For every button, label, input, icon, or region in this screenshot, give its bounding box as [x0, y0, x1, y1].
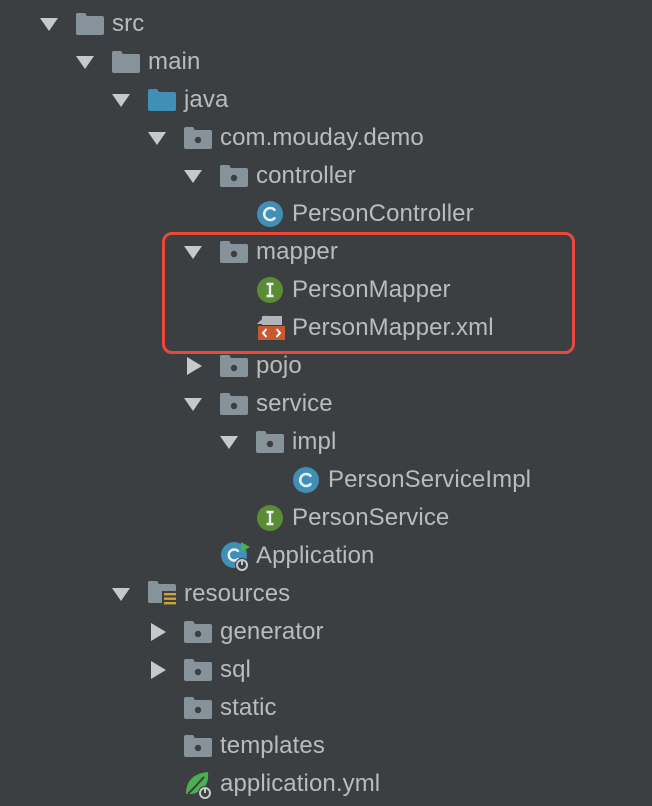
tree-label-java: java	[184, 86, 229, 113]
tree-row-application[interactable]: Application	[0, 536, 652, 574]
tree-row-java[interactable]: java	[0, 80, 652, 118]
interface-icon	[256, 276, 284, 303]
tree-label-sql: sql	[220, 656, 251, 683]
tree-row-mapper[interactable]: mapper	[0, 232, 652, 270]
tree-row-sql[interactable]: sql	[0, 650, 652, 688]
tree-row-personcontroller[interactable]: PersonController	[0, 194, 652, 232]
package-icon	[256, 431, 284, 453]
tree-label-personmapper: PersonMapper	[292, 276, 451, 303]
package-icon	[184, 127, 212, 149]
chevron-down-icon[interactable]	[148, 131, 166, 145]
tree-label-pojo: pojo	[256, 352, 302, 379]
tree-label-application: Application	[256, 542, 375, 569]
tree-row-generator[interactable]: generator	[0, 612, 652, 650]
tree-label-generator: generator	[220, 618, 324, 645]
tree-row-personmapper[interactable]: PersonMapper	[0, 270, 652, 308]
class-icon	[292, 466, 320, 493]
folder-icon	[76, 13, 104, 35]
source-folder-icon	[148, 89, 176, 111]
chevron-down-icon[interactable]	[220, 435, 238, 449]
tree-label-static: static	[220, 694, 277, 721]
package-icon	[220, 165, 248, 187]
chevron-down-icon[interactable]	[112, 587, 130, 601]
spring-boot-class-icon	[220, 540, 250, 572]
tree-label-impl: impl	[292, 428, 337, 455]
chevron-right-icon[interactable]	[150, 623, 168, 641]
chevron-down-icon[interactable]	[112, 93, 130, 107]
chevron-down-icon[interactable]	[40, 17, 58, 31]
xml-file-icon	[256, 312, 285, 340]
chevron-down-icon[interactable]	[184, 245, 202, 259]
package-icon	[184, 621, 212, 643]
tree-row-personserviceimpl[interactable]: PersonServiceImpl	[0, 460, 652, 498]
package-icon	[220, 241, 248, 263]
tree-row-personmapper-xml[interactable]: PersonMapper.xml	[0, 308, 652, 346]
chevron-right-icon[interactable]	[150, 661, 168, 679]
tree-row-application-yml[interactable]: application.yml	[0, 764, 652, 802]
tree-label-personcontroller: PersonController	[292, 200, 474, 227]
tree-row-templates[interactable]: templates	[0, 726, 652, 764]
folder-icon	[112, 51, 140, 73]
package-icon	[220, 393, 248, 415]
tree-label-personserviceimpl: PersonServiceImpl	[328, 466, 532, 493]
chevron-down-icon[interactable]	[184, 169, 202, 183]
package-icon	[184, 697, 212, 719]
tree-label-personmapper-xml: PersonMapper.xml	[292, 314, 494, 341]
tree-label-main: main	[148, 48, 201, 75]
tree-row-main[interactable]: main	[0, 42, 652, 80]
chevron-right-icon[interactable]	[186, 357, 204, 375]
tree-label-com-mouday-demo: com.mouday.demo	[220, 124, 424, 151]
tree-label-personservice: PersonService	[292, 504, 450, 531]
tree-row-impl[interactable]: impl	[0, 422, 652, 460]
class-icon	[256, 200, 284, 227]
tree-row-static[interactable]: static	[0, 688, 652, 726]
tree-label-mapper: mapper	[256, 238, 338, 265]
tree-label-controller: controller	[256, 162, 356, 189]
package-icon	[184, 735, 212, 757]
tree-label-application-yml: application.yml	[220, 770, 381, 797]
package-icon	[184, 659, 212, 681]
chevron-down-icon[interactable]	[184, 397, 202, 411]
tree-row-com-mouday-demo[interactable]: com.mouday.demo	[0, 118, 652, 156]
tree-label-templates: templates	[220, 732, 325, 759]
tree-row-controller[interactable]: controller	[0, 156, 652, 194]
resources-folder-icon	[148, 581, 177, 606]
tree-label-resources: resources	[184, 580, 291, 607]
tree-row-resources[interactable]: resources	[0, 574, 652, 612]
tree-row-src[interactable]: src	[0, 4, 652, 42]
interface-icon	[256, 504, 284, 531]
chevron-down-icon[interactable]	[76, 55, 94, 69]
tree-row-service[interactable]: service	[0, 384, 652, 422]
package-icon	[220, 355, 248, 377]
tree-row-personservice[interactable]: PersonService	[0, 498, 652, 536]
spring-config-icon	[184, 768, 212, 800]
tree-label-service: service	[256, 390, 333, 417]
tree-label-src: src	[112, 10, 145, 37]
tree-row-pojo[interactable]: pojo	[0, 346, 652, 384]
